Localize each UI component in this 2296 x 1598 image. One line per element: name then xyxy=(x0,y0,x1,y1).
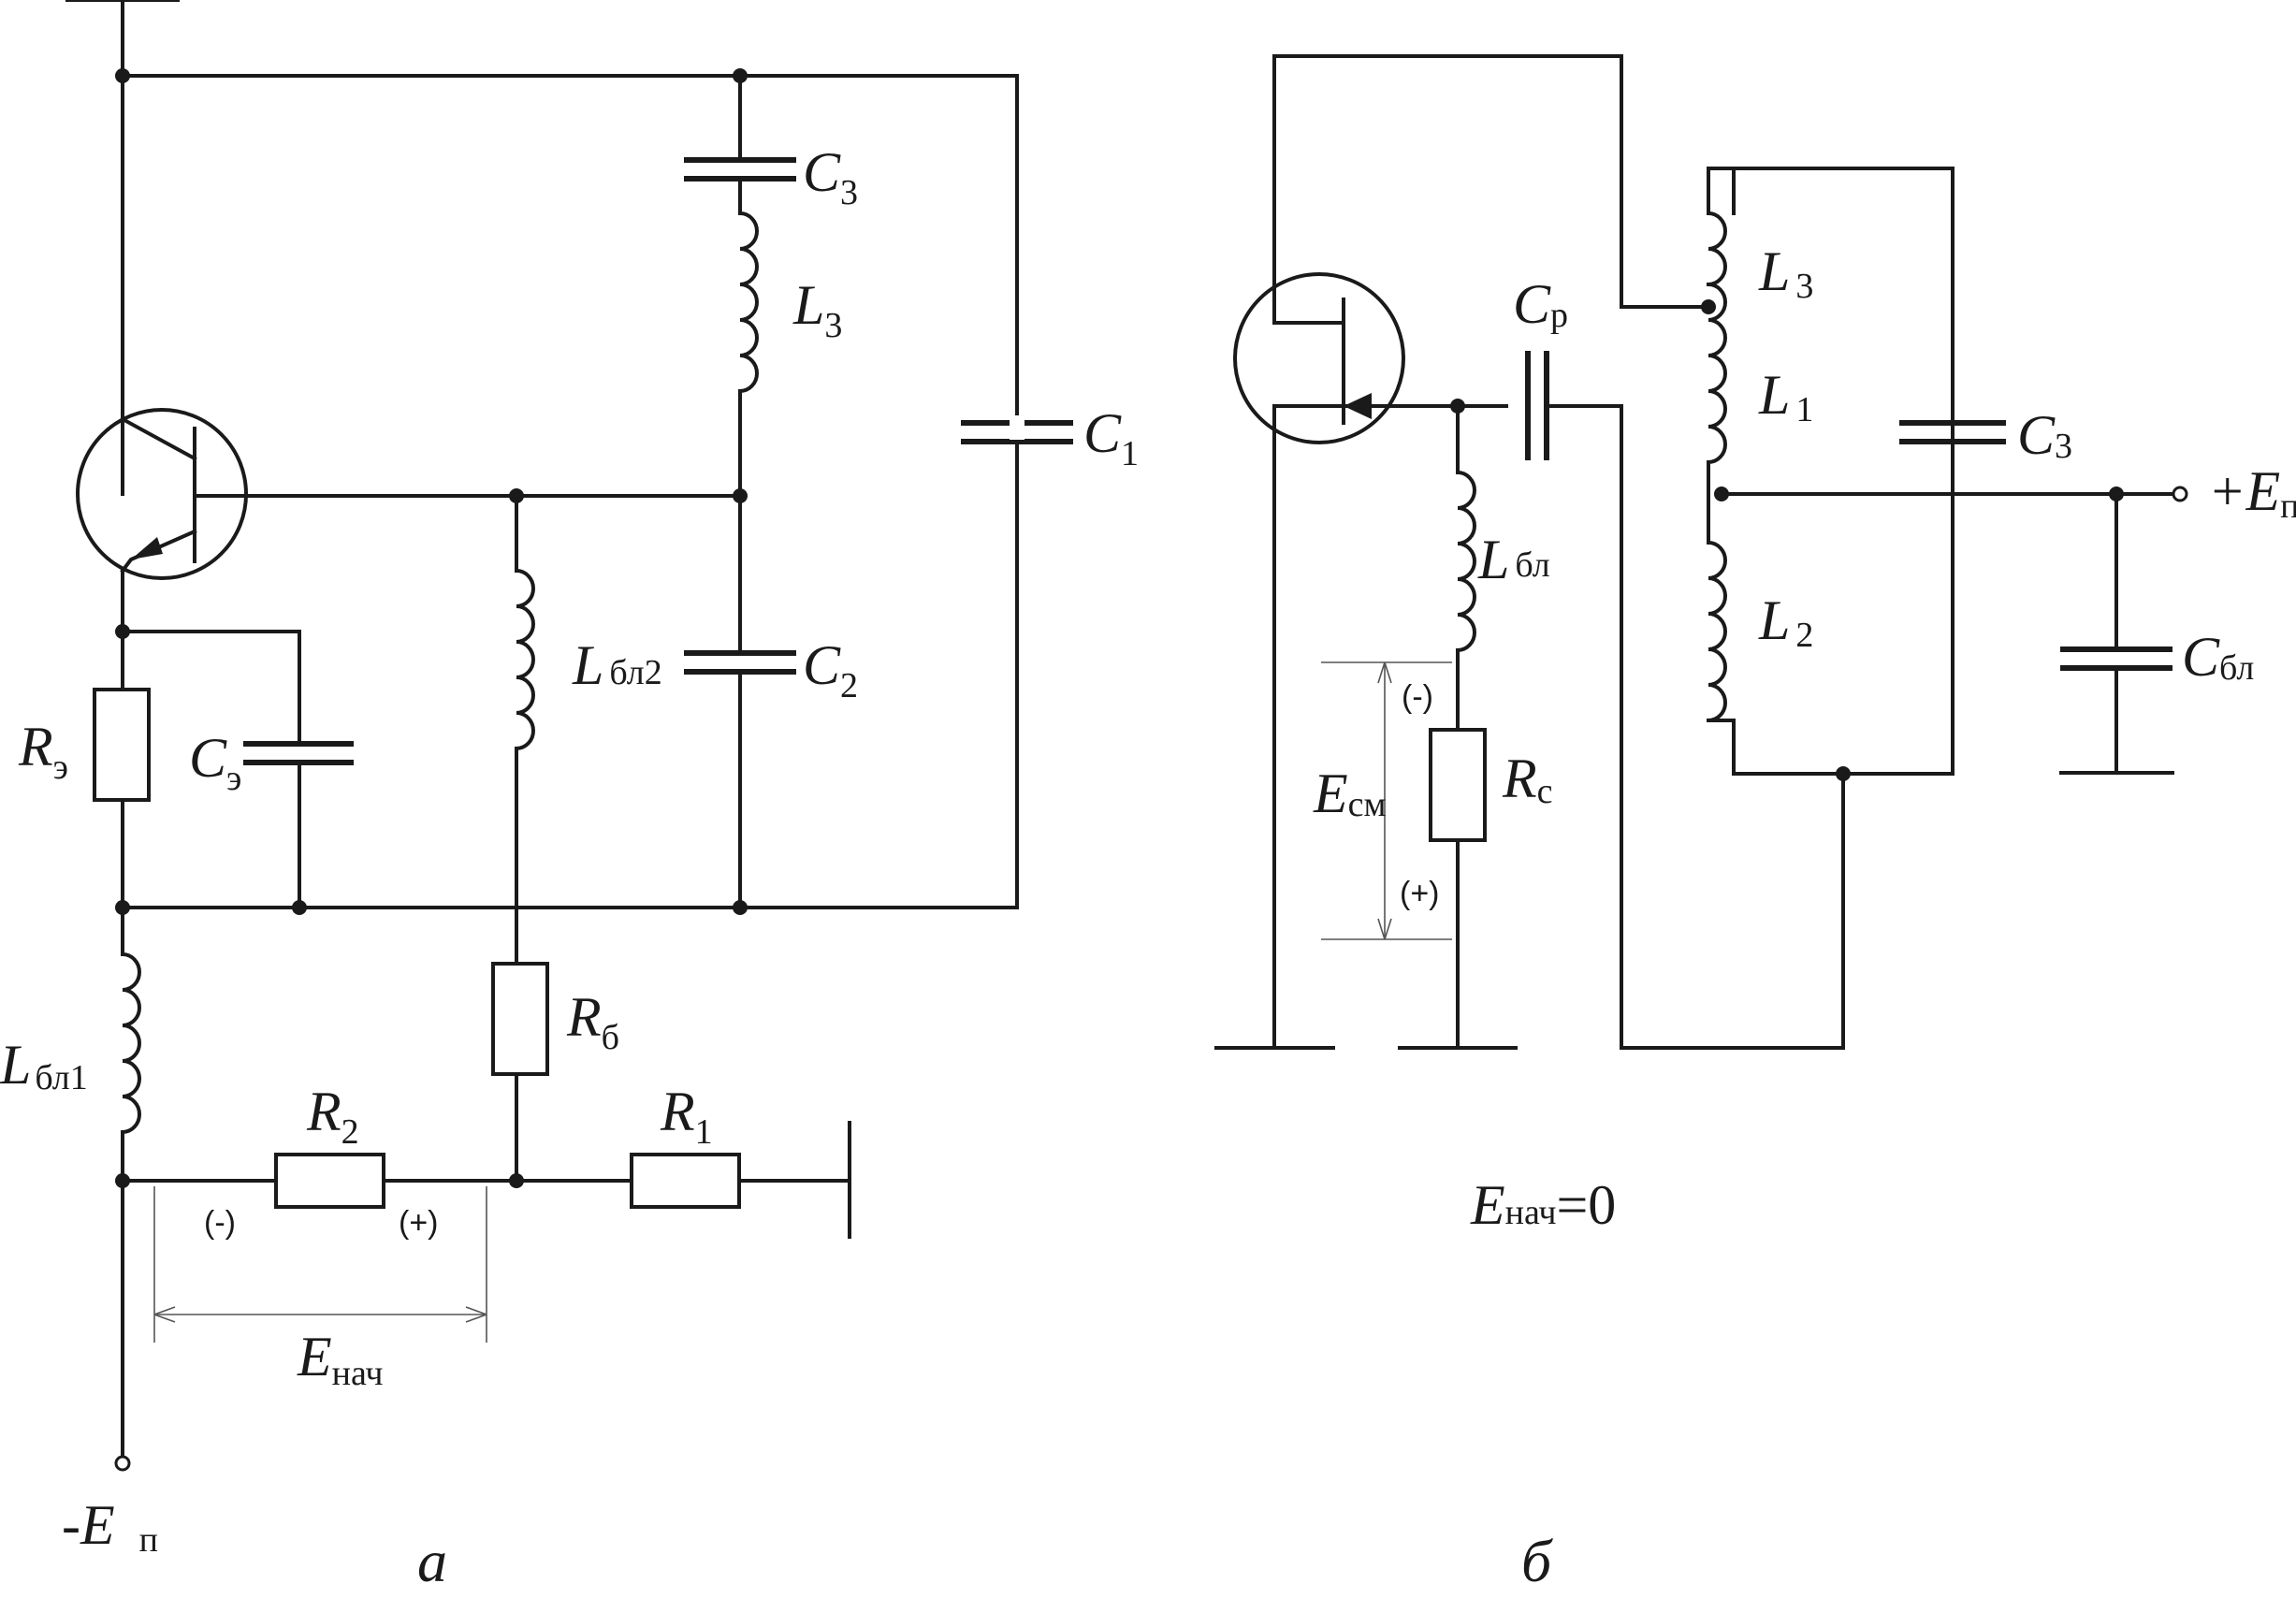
resistor-rb xyxy=(491,962,549,1076)
label-ce: Cэ xyxy=(189,727,241,798)
label-rc: Rс xyxy=(1502,748,1553,811)
capacitor-c3 xyxy=(684,157,796,182)
junction-dot xyxy=(733,900,748,915)
l2-bottom-wire xyxy=(1707,719,1736,776)
label-cp: Cр xyxy=(1513,273,1568,335)
label-condition: Eнач=0 xyxy=(1470,1174,1616,1236)
transistor-fet xyxy=(1233,272,1405,444)
capacitor-cp xyxy=(1525,351,1549,460)
caption-b: б xyxy=(1521,1528,1553,1594)
junction-dot xyxy=(509,1173,524,1188)
inductor-l1 xyxy=(1706,282,1727,465)
resistor-re xyxy=(93,688,151,802)
label-re: Rэ xyxy=(18,716,68,787)
inductor-l2 xyxy=(1706,540,1727,723)
label-supply-b: +Eп xyxy=(2208,460,2296,526)
label-rb: Rб xyxy=(566,986,619,1057)
inductor-l3 xyxy=(737,211,759,394)
supply-terminal-b xyxy=(2172,486,2188,502)
polarity-plus: (+) xyxy=(399,1205,439,1241)
ce-wire xyxy=(121,630,301,741)
capacitor-c3-b xyxy=(1899,420,2006,444)
polarity-plus-b: (+) xyxy=(1400,876,1440,911)
polarity-minus: (-) xyxy=(204,1205,236,1241)
inductor-lbl2 xyxy=(514,568,535,751)
inductor-lbl xyxy=(1455,470,1476,653)
resistor-rc xyxy=(1429,728,1487,842)
cp-return-wire xyxy=(1545,404,1845,1050)
collector-lead xyxy=(120,408,197,461)
capacitor-cbl xyxy=(2060,646,2172,671)
label-c2: C2 xyxy=(803,634,858,705)
label-c1: C1 xyxy=(1083,402,1139,473)
top-rail xyxy=(121,74,1019,909)
capacitor-c2 xyxy=(684,650,796,675)
supply-terminal xyxy=(114,1455,131,1472)
resistor-r2 xyxy=(274,1153,385,1209)
dimension-arrow-icon xyxy=(1377,661,1392,940)
ecm-dimension xyxy=(1321,661,1452,940)
label-c3: C3 xyxy=(803,141,858,212)
label-c3-b: C3 xyxy=(2017,404,2072,466)
junction-dot xyxy=(1701,299,1716,314)
l3-link xyxy=(1707,167,1736,215)
label-r1: R1 xyxy=(660,1081,713,1152)
inductor-l3-b xyxy=(1706,211,1727,287)
emitter-arrow-icon xyxy=(131,537,163,559)
junction-dot xyxy=(115,68,130,83)
capacitor-ce xyxy=(243,741,354,765)
junction-dot xyxy=(292,900,307,915)
gate-arrow-icon xyxy=(1344,393,1372,419)
caption-a: а xyxy=(417,1528,447,1594)
enach-dimension xyxy=(153,1186,487,1343)
inductor-lbl1 xyxy=(120,952,141,1135)
junction-dot xyxy=(115,1173,130,1188)
polarity-minus-b: (-) xyxy=(1402,679,1433,715)
label-cbl: Cбл xyxy=(2182,626,2254,688)
drain-wire xyxy=(1272,54,1710,325)
dimension-arrow-icon xyxy=(153,1306,487,1323)
label-l3: L3 xyxy=(792,274,842,345)
label-r2: R2 xyxy=(306,1081,359,1152)
resistor-r1 xyxy=(630,1153,741,1209)
label-enach: Eнач xyxy=(297,1326,383,1393)
junction-dot xyxy=(1836,766,1851,781)
label-ecm: Eсм xyxy=(1313,763,1387,824)
